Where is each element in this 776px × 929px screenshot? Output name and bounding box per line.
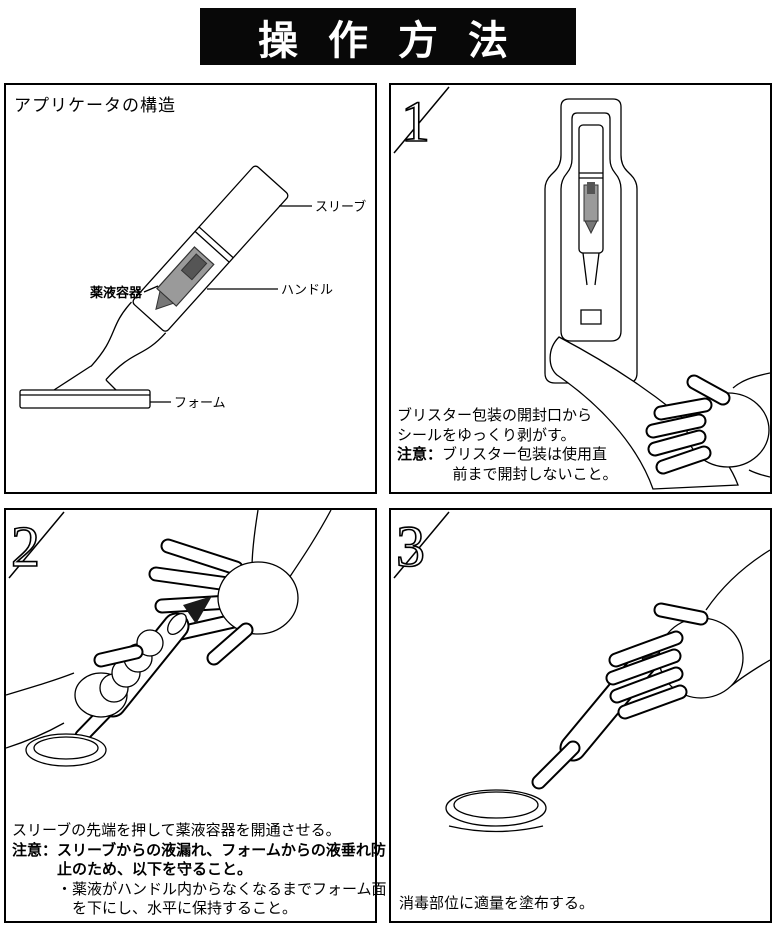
step2-note-line2: 止のため、以下を守ること。 [57,862,253,878]
corner-slash [393,511,450,579]
sleeve-tube [132,165,289,332]
corner-slash [393,86,450,154]
press-arrow [183,596,212,624]
step1-caption: ブリスター包装の開封口から シールをゆっくり剥がす。 注意：ブリスター包装は使用… [397,407,618,485]
step2-subnote-line1: ・薬液がハンドル内からなくなるまでフォーム面 [57,881,387,898]
step1-illustration [544,98,770,490]
surface-line [448,825,544,833]
foam-pad [25,733,107,767]
finger [136,629,164,657]
palm [217,561,299,635]
step3-illustration [445,549,770,833]
peeling-hand [645,372,770,478]
step1-note-label: 注意： [397,447,443,463]
step2-note-line1: 注意：スリーブからの液漏れ、フォームからの液垂れ防 [12,842,386,859]
pressing-hand [148,510,332,666]
label-container: 薬液容器 [89,285,143,300]
applicator-diagram: スリーブ ハンドル 薬液容器 フォーム [19,165,366,410]
step3-caption-line1: 消毒部位に適量を塗布する。 [399,896,595,912]
step1-caption-line1: ブリスター包装の開封口から [397,408,593,424]
step1-caption-line2: シールをゆっくり剥がす。 [397,427,576,444]
sleeve-tip [167,613,187,635]
step2-note-label: 注意： [12,842,58,859]
step3-number-mark: 3 [393,511,450,580]
step2-caption-line1: スリーブの先端を押して薬液容器を開通させる。 [12,823,341,839]
container-leader-line [143,285,159,293]
neck [90,301,167,381]
page-title: 操 作 方 法 [258,17,518,63]
container-tip [155,290,175,310]
step2-number-mark: 2 [8,511,65,580]
applicator-in-blister [578,124,604,325]
step3-caption: 消毒部位に適量を塗布する。 [399,895,594,915]
step1-note-line2: 前まで開封しないこと。 [452,466,618,483]
gripping-hand [6,629,164,749]
foam-pad [445,789,547,827]
step3-number: 3 [396,514,425,579]
panel-step2: 2 [4,508,387,923]
panel-step3: 3 [389,508,772,923]
neck-flare-left [53,365,92,391]
panel-structure: アプリケータの構造 スリーブ [4,83,377,494]
panel-step1: 1 [389,83,772,494]
step2-caption: スリーブの先端を押して薬液容器を開通させる。 注意：スリーブからの液漏れ、フォー… [12,822,387,920]
gripping-hand [605,602,744,720]
foam-pad [19,389,151,409]
structure-title: アプリケータの構造 [14,96,176,115]
step2-number: 2 [11,514,40,579]
applicator-body [90,165,289,381]
label-handle: ハンドル [281,282,333,297]
neck-flare-right [105,379,117,391]
corner-slash [8,511,65,579]
structure-labels: スリーブ ハンドル 薬液容器 フォーム [89,199,366,410]
step1-number-mark: 1 [393,86,450,155]
step1-note-line1: 注意：ブリスター包装は使用直 [397,447,608,463]
step2-illustration [6,510,332,767]
step2-subnote-line2: を下にし、水平に保持すること。 [72,901,298,917]
title-bar: 操 作 方 法 [200,8,576,65]
wrist [732,372,770,478]
label-foam: フォーム [174,395,226,410]
wrist [6,672,75,749]
label-sleeve: スリーブ [315,199,366,214]
step1-number: 1 [401,89,430,154]
